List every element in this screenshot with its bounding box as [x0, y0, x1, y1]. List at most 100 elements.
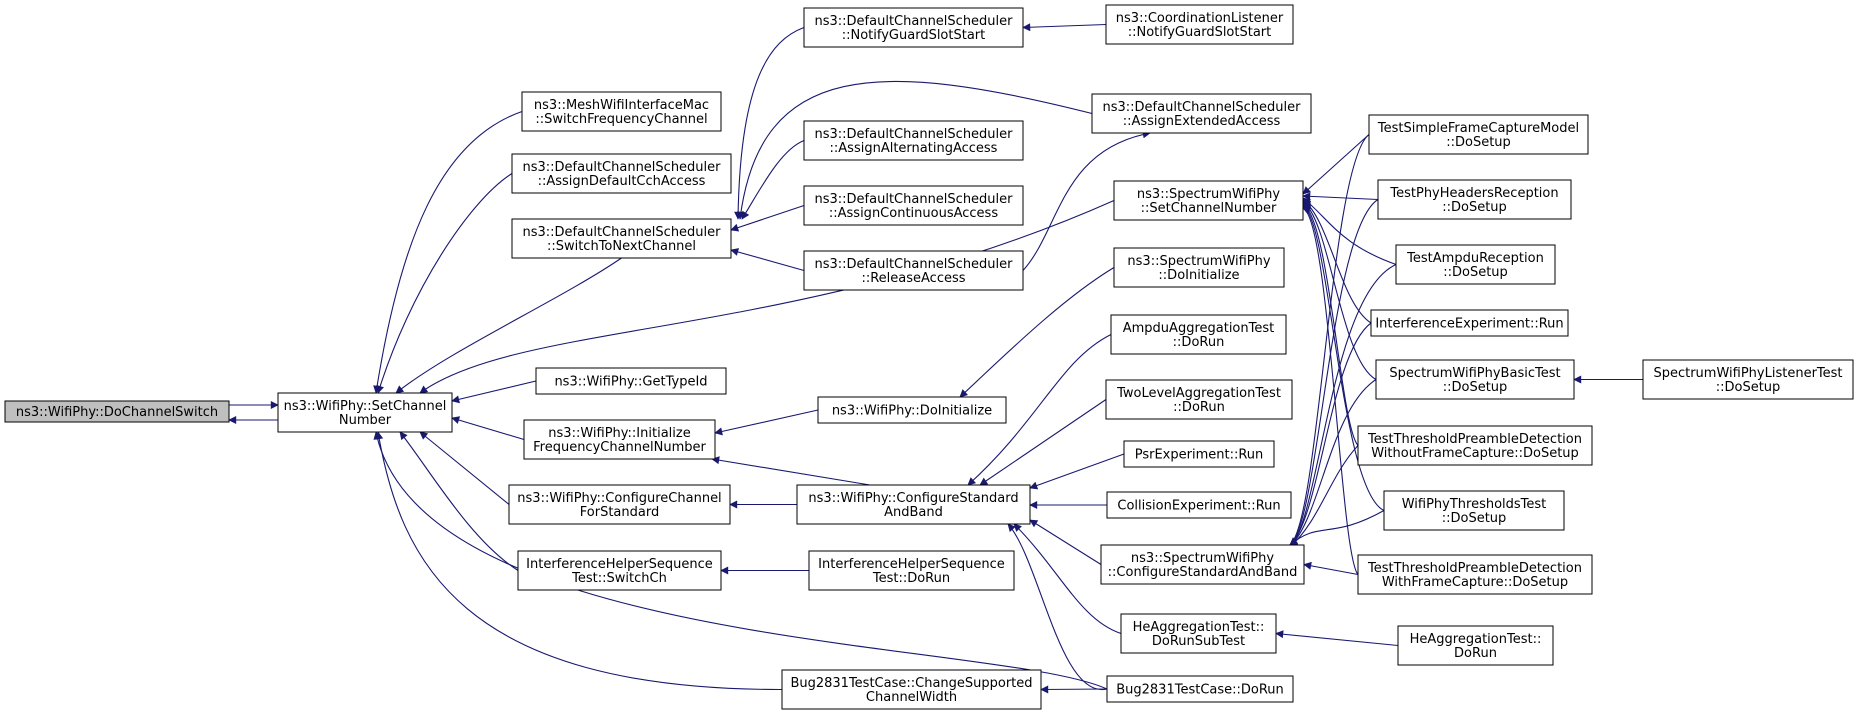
edge-ihs-to-setchannel [399, 431, 519, 571]
node-box[interactable] [1368, 114, 1589, 155]
edge-t_thresh_without-to-swpconf [1289, 445, 1359, 548]
node-label: WithoutFrameCapture::DoSetup [1371, 446, 1579, 461]
node-dcs-assignalt[interactable]: ns3::DefaultChannelScheduler::AssignAlte… [803, 120, 1024, 161]
node-box[interactable] [1113, 247, 1285, 288]
node-t-thresh-without[interactable]: TestThresholdPreambleDetectionWithoutFra… [1357, 425, 1593, 466]
node-wp-threshtest[interactable]: WifiPhyThresholdsTest::DoSetup [1383, 490, 1565, 531]
node-t-phyheaders[interactable]: TestPhyHeadersReception::DoSetup [1377, 179, 1572, 220]
node-box[interactable] [1106, 675, 1294, 703]
node-label: ::AssignDefaultCchAccess [538, 174, 706, 189]
node-label: ::SwitchFrequencyChannel [535, 112, 707, 127]
node-interf-run[interactable]: InterferenceExperiment::Run [1370, 309, 1569, 337]
node-swp-doinit[interactable]: ns3::SpectrumWifiPhy::DoInitialize [1113, 247, 1285, 288]
node-box[interactable] [1642, 359, 1854, 400]
edge-twolevel-to-configstd [979, 399, 1107, 486]
edge-herunsub-to-configstd [1013, 523, 1122, 635]
edge-release-to-switchnext [730, 248, 805, 272]
node-meshswitchfreq[interactable]: ns3::MeshWifiInterfaceMac::SwitchFrequen… [521, 91, 722, 132]
node-dcs-assigndefaultcch[interactable]: ns3::DefaultChannelScheduler::AssignDefa… [511, 153, 732, 194]
node-coll-run[interactable]: CollisionExperiment::Run [1106, 491, 1292, 519]
node-box[interactable] [517, 550, 722, 591]
node-box[interactable] [535, 367, 727, 395]
node-box[interactable] [803, 7, 1024, 48]
node-box[interactable] [1357, 425, 1593, 466]
node-box[interactable] [803, 250, 1024, 291]
edge-ampdu-to-configstd [967, 334, 1112, 486]
node-wp-configchannel[interactable]: ns3::WifiPhy::ConfigureChannelForStandar… [508, 484, 731, 525]
node-label: FrequencyChannelNumber [533, 440, 706, 455]
node-ampdu-agg[interactable]: AmpduAggregationTest::DoRun [1110, 314, 1287, 355]
node-twolevel-agg[interactable]: TwoLevelAggregationTest::DoRun [1105, 379, 1293, 420]
node-he-dorunsub[interactable]: HeAggregationTest::DoRunSubTest [1120, 613, 1277, 654]
node-t-simpleframe[interactable]: TestSimpleFrameCaptureModel::DoSetup [1368, 114, 1589, 155]
node-coord-notifyguard[interactable]: ns3::CoordinationListener::NotifyGuardSl… [1105, 4, 1294, 45]
node-box[interactable] [803, 120, 1024, 161]
node-dcs-assigncont[interactable]: ns3::DefaultChannelScheduler::AssignCont… [803, 185, 1024, 226]
node-box[interactable] [1397, 625, 1554, 666]
node-label: Number [339, 413, 392, 428]
node-box[interactable] [521, 91, 722, 132]
node-dcs-assignext[interactable]: ns3::DefaultChannelScheduler::AssignExte… [1091, 93, 1312, 134]
node-box[interactable] [1377, 179, 1572, 220]
node-box[interactable] [796, 484, 1031, 525]
node-bug-dorun[interactable]: Bug2831TestCase::DoRun [1106, 675, 1294, 703]
node-box[interactable] [1105, 4, 1294, 45]
node-dochannelswitch[interactable]: ns3::WifiPhy::DoChannelSwitch [4, 400, 230, 423]
node-box[interactable] [1375, 359, 1575, 400]
node-dcs-notifyguard[interactable]: ns3::DefaultChannelScheduler::NotifyGuar… [803, 7, 1024, 48]
node-t-thresh-with[interactable]: TestThresholdPreambleDetectionWithFrameC… [1357, 554, 1593, 595]
node-box[interactable] [1123, 440, 1275, 468]
node-box[interactable] [1105, 379, 1293, 420]
edge-interf_run-to-swpset [1302, 199, 1372, 324]
node-box[interactable] [4, 400, 230, 423]
node-box[interactable] [1383, 490, 1565, 531]
node-he-dorun[interactable]: HeAggregationTest::DoRun [1397, 625, 1554, 666]
node-wp-initfreq[interactable]: ns3::WifiPhy::InitializeFrequencyChannel… [523, 419, 716, 460]
node-box[interactable] [1113, 180, 1304, 221]
node-label: TestThresholdPreambleDetection [1367, 561, 1582, 576]
node-psr-run[interactable]: PsrExperiment::Run [1123, 440, 1275, 468]
node-swp-setchannel[interactable]: ns3::SpectrumWifiPhy::SetChannelNumber [1113, 180, 1304, 221]
node-label: Test::SwitchCh [571, 571, 667, 586]
node-box[interactable] [1110, 314, 1287, 355]
node-label: DoRunSubTest [1152, 634, 1245, 649]
edge-wp_threshtest-to-swpconf [1289, 510, 1385, 546]
node-t-ampdurecep[interactable]: TestAmpduReception::DoSetup [1395, 244, 1556, 285]
node-wp-gettypeid[interactable]: ns3::WifiPhy::GetTypeId [535, 367, 727, 395]
edge-gettype-to-setchannel [451, 380, 537, 404]
node-box[interactable] [1357, 554, 1593, 595]
node-box[interactable] [511, 218, 732, 259]
node-label: ns3::WifiPhy::DoChannelSwitch [16, 405, 218, 420]
node-box[interactable] [523, 419, 716, 460]
node-dcs-switchtonext[interactable]: ns3::DefaultChannelScheduler::SwitchToNe… [511, 218, 732, 259]
node-swp-basictest[interactable]: SpectrumWifiPhyBasicTest::DoSetup [1375, 359, 1575, 400]
node-dcs-release[interactable]: ns3::DefaultChannelScheduler::ReleaseAcc… [803, 250, 1024, 291]
node-box[interactable] [808, 550, 1015, 591]
node-box[interactable] [277, 392, 453, 433]
node-label: DoRun [1454, 646, 1497, 661]
node-swp-configstd[interactable]: ns3::SpectrumWifiPhy::ConfigureStandardA… [1100, 544, 1305, 585]
node-box[interactable] [508, 484, 731, 525]
node-swp-listenertest[interactable]: SpectrumWifiPhyListenerTest::DoSetup [1642, 359, 1854, 400]
node-box[interactable] [1091, 93, 1312, 134]
node-box[interactable] [803, 185, 1024, 226]
node-bug-changesupported[interactable]: Bug2831TestCase::ChangeSupportedChannelW… [781, 669, 1042, 710]
node-box[interactable] [781, 669, 1042, 710]
node-box[interactable] [817, 396, 1007, 424]
node-label: ::NotifyGuardSlotStart [842, 28, 986, 43]
node-label: ns3::DefaultChannelScheduler [523, 225, 722, 240]
node-box[interactable] [1106, 491, 1292, 519]
node-setchannelnumber[interactable]: ns3::WifiPhy::SetChannelNumber [277, 392, 453, 433]
node-box[interactable] [1100, 544, 1305, 585]
node-wp-configstd[interactable]: ns3::WifiPhy::ConfigureStandardAndBand [796, 484, 1031, 525]
node-box[interactable] [511, 153, 732, 194]
edge-configstd-to-initfreq [711, 456, 871, 486]
node-box[interactable] [1120, 613, 1277, 654]
node-box[interactable] [1370, 309, 1569, 337]
node-box[interactable] [1395, 244, 1556, 285]
node-wp-doinit[interactable]: ns3::WifiPhy::DoInitialize [817, 396, 1007, 424]
edge-doinit-to-initfreq [714, 409, 819, 436]
node-label: ::ReleaseAccess [861, 271, 965, 286]
